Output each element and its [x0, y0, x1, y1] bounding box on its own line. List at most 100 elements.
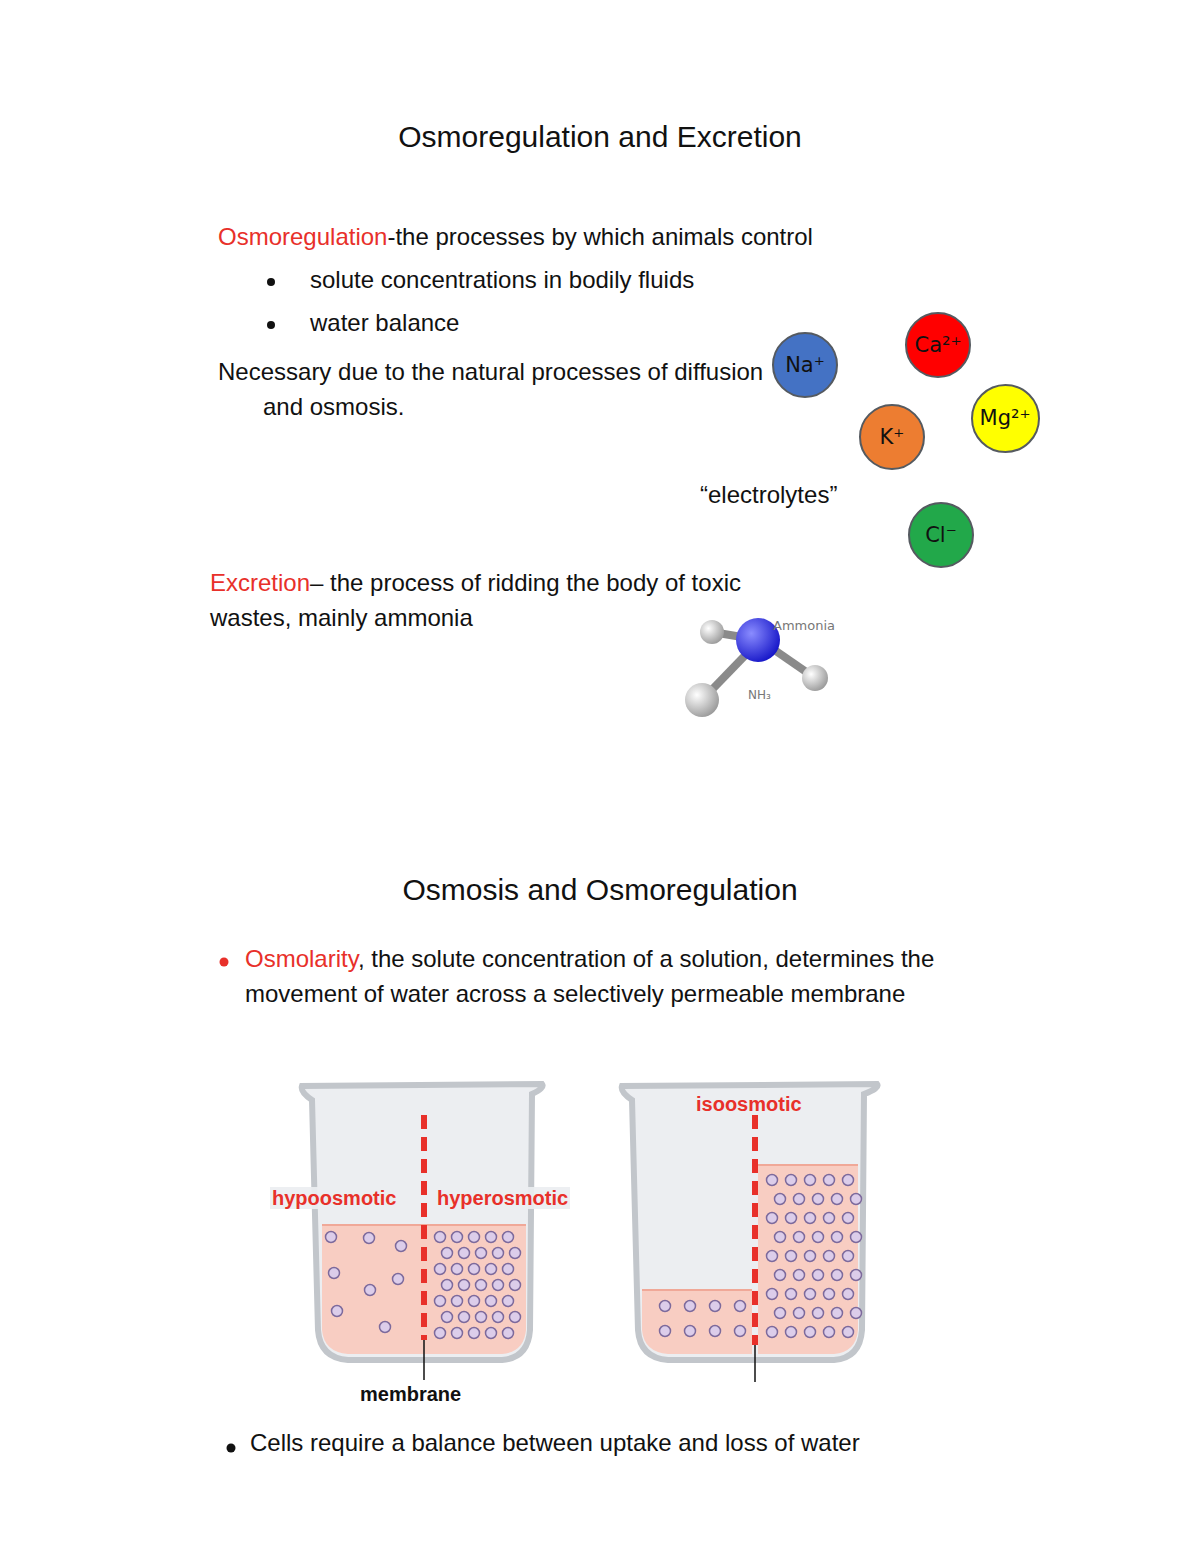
- solute-particle: [805, 1289, 816, 1300]
- solute-particle: [493, 1280, 504, 1291]
- solute-particle: [660, 1301, 671, 1312]
- solute-particle: [393, 1274, 404, 1285]
- solute-particle: [813, 1308, 824, 1319]
- text-line: Ammonia: [773, 617, 835, 636]
- solute-particle: [851, 1308, 862, 1319]
- solute-particle: [503, 1296, 514, 1307]
- solute-particle: [735, 1301, 746, 1312]
- solute-particle: [486, 1264, 497, 1275]
- solute-particle: [794, 1232, 805, 1243]
- solute-particle: [685, 1326, 696, 1337]
- solute-particle: [476, 1312, 487, 1323]
- solute-particle: [660, 1326, 671, 1337]
- solute-particle: [813, 1270, 824, 1281]
- solute-particle: [435, 1264, 446, 1275]
- solute-particle: [775, 1194, 786, 1205]
- bullet: [227, 1444, 236, 1453]
- solute-particle: [767, 1251, 778, 1262]
- solute-particle: [326, 1232, 337, 1243]
- ion-circle: Na⁺: [772, 332, 838, 398]
- solute-particle: [503, 1328, 514, 1339]
- body-text: solute concentrations in bodily fluids: [310, 266, 694, 293]
- body-text: Cells require a balance between uptake a…: [250, 1429, 860, 1456]
- solute-particle: [824, 1251, 835, 1262]
- text-line: water balance: [310, 306, 770, 341]
- solute-particle: [805, 1213, 816, 1224]
- bullet: [267, 278, 275, 286]
- solute-particle: [435, 1328, 446, 1339]
- solute-particle: [493, 1312, 504, 1323]
- solute-particle: [767, 1175, 778, 1186]
- solute-particle: [442, 1248, 453, 1259]
- body-text: Necessary due to the natural processes o…: [218, 358, 763, 420]
- page-title: Osmoregulation and Excretion: [0, 120, 1200, 154]
- solute-particle: [710, 1301, 721, 1312]
- solute-particle: [824, 1213, 835, 1224]
- solute-particle: [469, 1296, 480, 1307]
- solute-particle: [813, 1194, 824, 1205]
- ion-circle: Cl⁻: [908, 502, 974, 568]
- key-term: Osmolarity: [245, 945, 358, 972]
- text-line: Osmolarity, the solute concentration of …: [245, 942, 975, 1012]
- solute-particle: [794, 1270, 805, 1281]
- text-line: hypoosmotic: [270, 1184, 398, 1213]
- solute-particle: [794, 1308, 805, 1319]
- solute-particle: [435, 1296, 446, 1307]
- bullet: [267, 321, 275, 329]
- solute-particle: [851, 1270, 862, 1281]
- solute-particle: [735, 1326, 746, 1337]
- solute-particle: [767, 1327, 778, 1338]
- solute-particle: [851, 1194, 862, 1205]
- body-text: water balance: [310, 309, 459, 336]
- solute-particle: [459, 1248, 470, 1259]
- solute-particle: [832, 1194, 843, 1205]
- key-term: hyperosmotic: [435, 1187, 570, 1209]
- solute-particle: [710, 1326, 721, 1337]
- solute-particle: [459, 1280, 470, 1291]
- text-line: “electrolytes”: [700, 478, 940, 513]
- solute-particle: [786, 1175, 797, 1186]
- solute-particle: [824, 1175, 835, 1186]
- solute-particle: [824, 1289, 835, 1300]
- ion-symbol: Na⁺: [785, 353, 825, 377]
- solute-particle: [775, 1270, 786, 1281]
- body-text: Osmosis and Osmoregulation: [402, 873, 797, 906]
- text-line: isoosmotic: [694, 1090, 804, 1119]
- solute-particle: [486, 1232, 497, 1243]
- solute-particle: [452, 1328, 463, 1339]
- text-line: Cells require a balance between uptake a…: [250, 1426, 1070, 1461]
- solute-particle: [510, 1280, 521, 1291]
- solute-particle: [469, 1328, 480, 1339]
- body-text: -the processes by which animals control: [387, 223, 813, 250]
- body-text: “electrolytes”: [700, 481, 837, 508]
- solute-particle: [767, 1289, 778, 1300]
- body-text: Ammonia: [773, 618, 835, 633]
- ion-symbol: Ca²⁺: [914, 333, 961, 357]
- solute-particle: [503, 1232, 514, 1243]
- ion-symbol: K⁺: [880, 425, 905, 449]
- solute-particle: [476, 1248, 487, 1259]
- solute-particle: [786, 1251, 797, 1262]
- solute-particle: [459, 1312, 470, 1323]
- solute-particle: [805, 1327, 816, 1338]
- solute-particle: [813, 1232, 824, 1243]
- solute-particle: [332, 1306, 343, 1317]
- solute-particle: [805, 1251, 816, 1262]
- text-line: Osmosis and Osmoregulation: [0, 868, 1200, 912]
- ion-circle: Ca²⁺: [905, 312, 971, 378]
- solute-particle: [452, 1232, 463, 1243]
- solute-particle: [442, 1312, 453, 1323]
- solute-particle: [843, 1213, 854, 1224]
- text-line: Osmoregulation-the processes by which an…: [218, 220, 1018, 255]
- solute-particle: [452, 1264, 463, 1275]
- ion-circle: K⁺: [859, 404, 925, 470]
- text-line: solute concentrations in bodily fluids: [310, 263, 790, 298]
- solute-particle: [510, 1312, 521, 1323]
- beaker: [622, 1084, 878, 1382]
- solute-particle: [786, 1327, 797, 1338]
- solute-particle: [365, 1285, 376, 1296]
- ion-circle: Mg²⁺: [971, 384, 1040, 453]
- solute-particle: [843, 1327, 854, 1338]
- solute-particle: [851, 1232, 862, 1243]
